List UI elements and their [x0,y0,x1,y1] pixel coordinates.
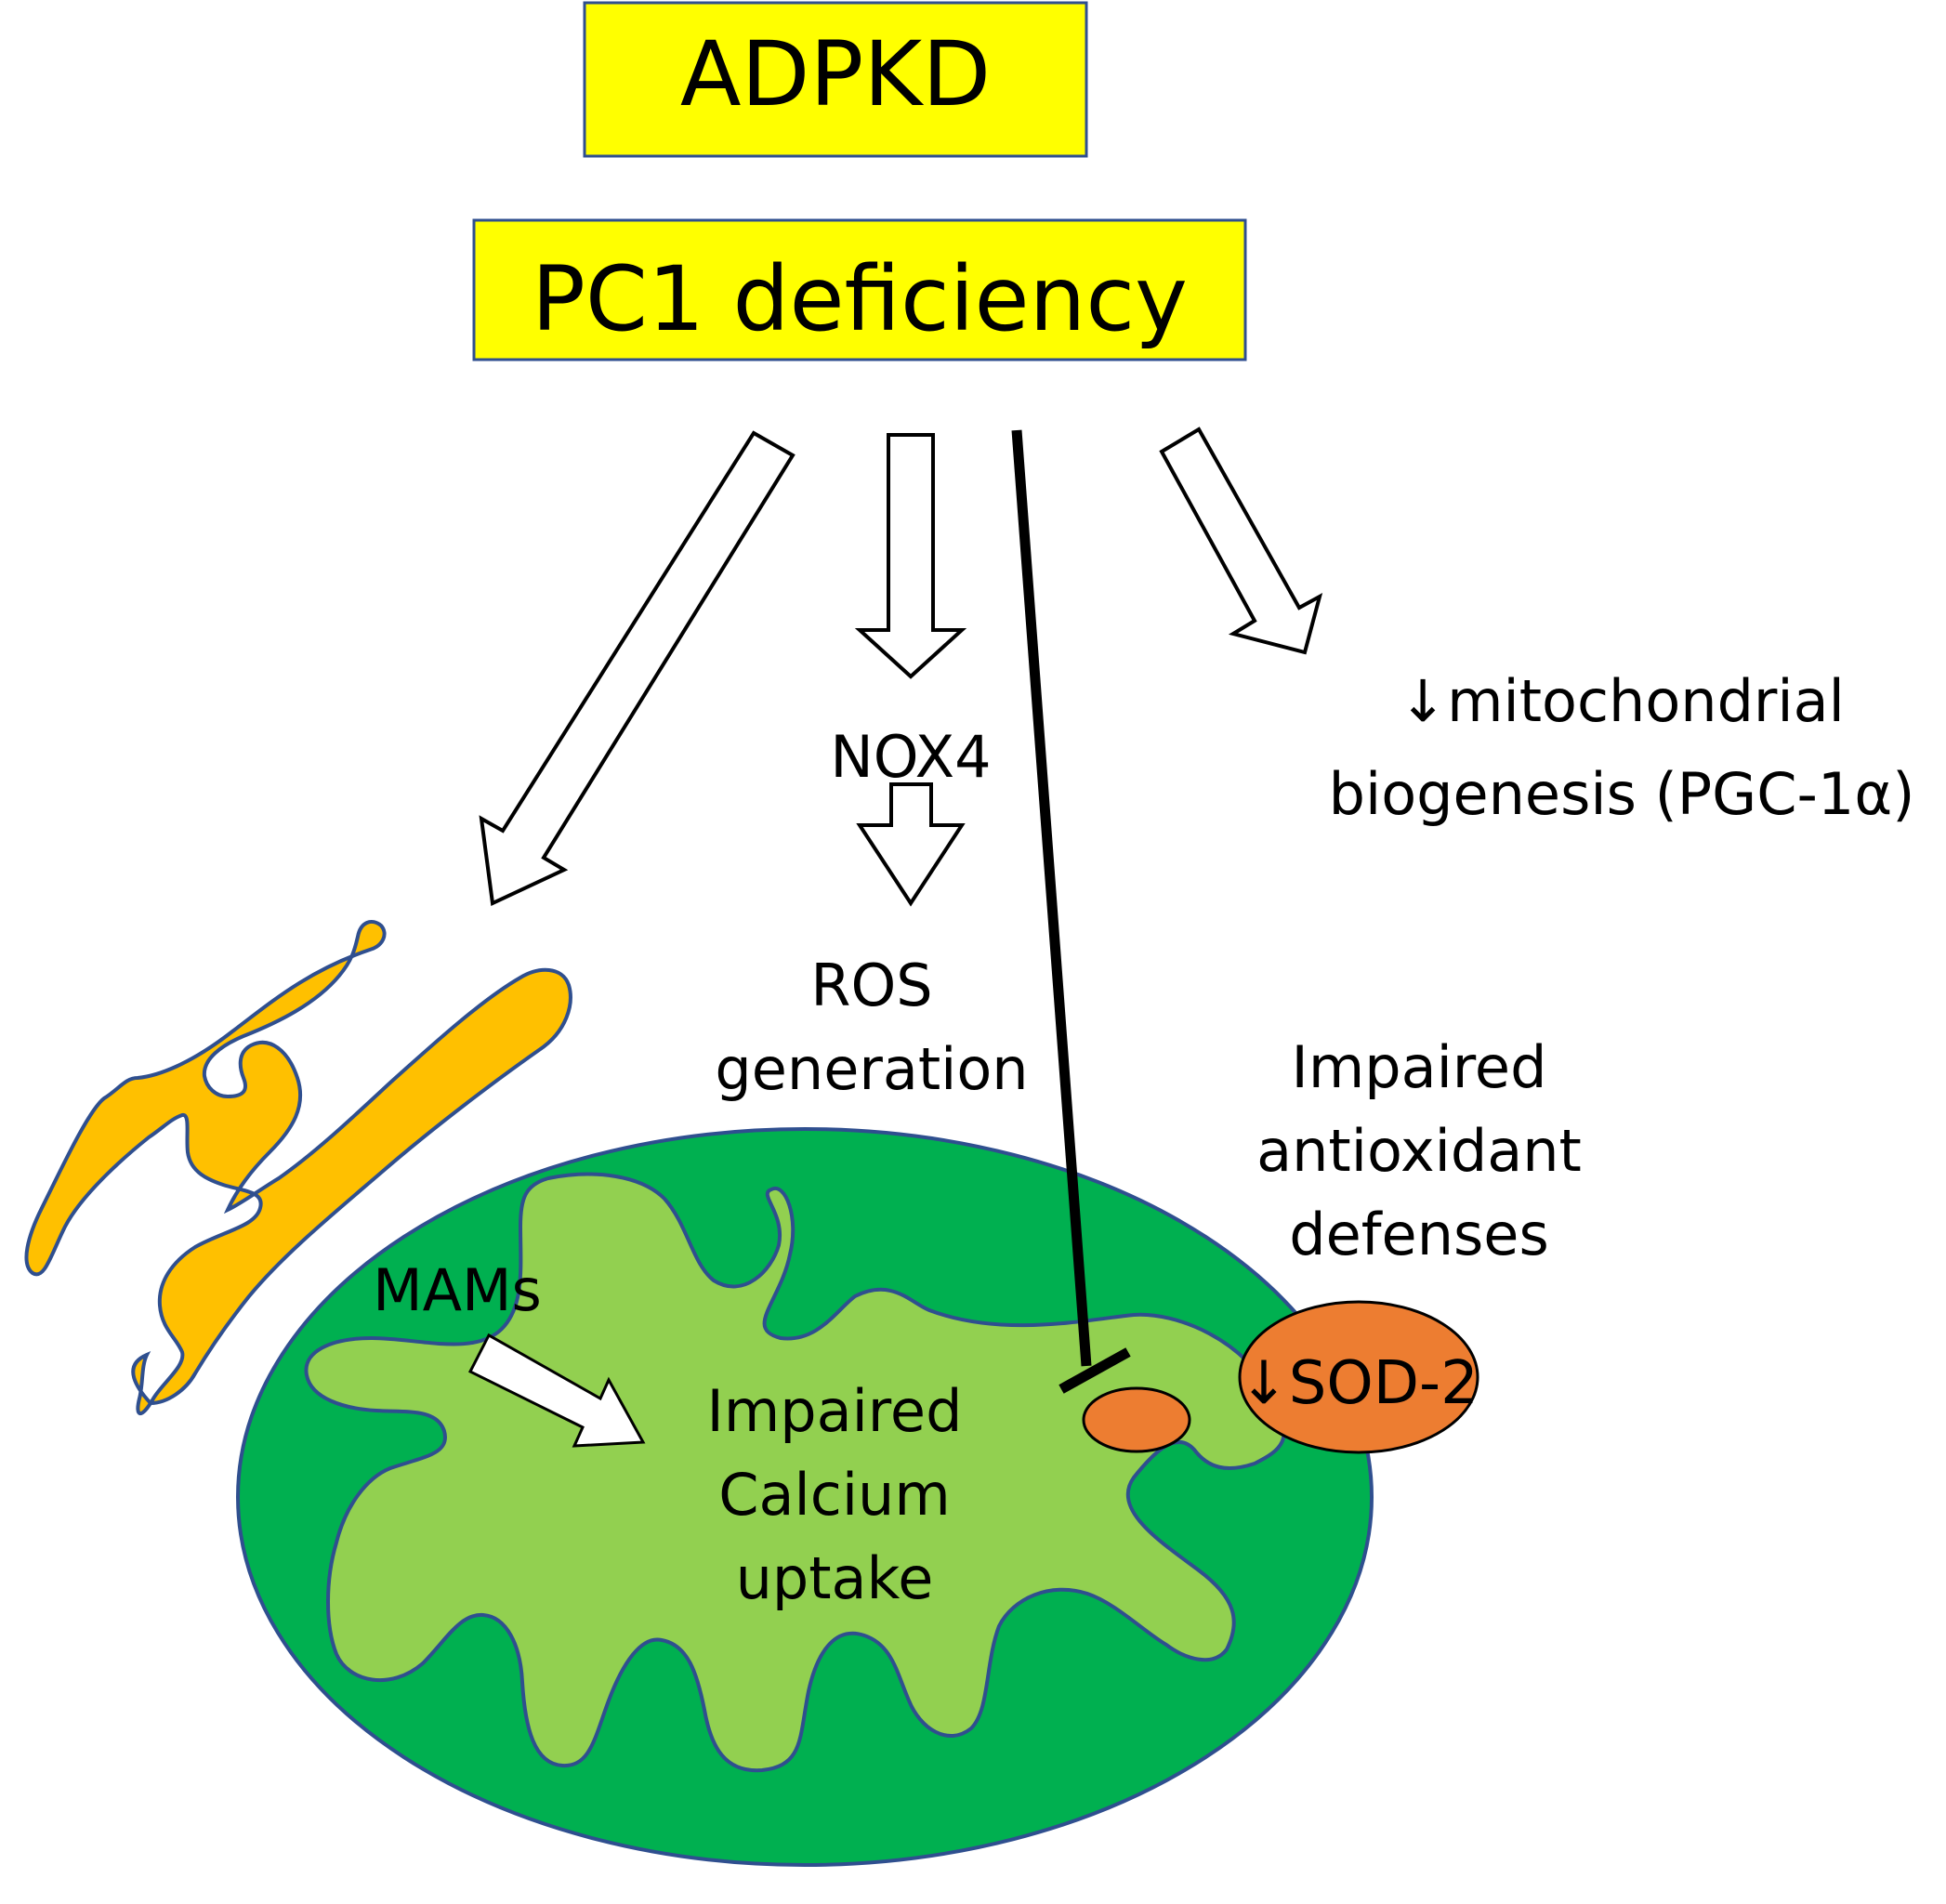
pc1-deficiency-box-rect [472,218,1247,361]
biogenesis-label-line1: ↓mitochondrial [1399,667,1845,735]
mitochondrion [236,1127,1374,1867]
ros-label-line2: generation [715,1035,1028,1103]
arrow-nox4-to-ros [856,782,966,907]
pc1-deficiency-label: PC1 deficiency [532,247,1188,351]
calcium-label-line2: Calcium [718,1461,951,1529]
inhibition-line [1011,429,1092,1367]
sod2-label: ↓SOD-2 [1239,1349,1479,1418]
endoplasmic-reticulum [24,920,572,1416]
adpkd-box: ADPKD [583,1,1088,158]
sod2-badge: ↓SOD-2 [1238,1300,1479,1454]
arrow-to-mams [479,430,795,906]
biogenesis-label-line2: biogenesis (PGC-1α) [1329,760,1915,828]
pc1-deficiency-box: PC1 deficiency [472,218,1247,361]
mitochondrion-matrix [304,1172,1286,1773]
antioxidant-label-line1: Impaired [1292,1033,1547,1101]
adpkd-label: ADPKD [680,22,991,126]
nox4-label: NOX4 [830,723,991,791]
antioxidant-label-line3: defenses [1289,1201,1549,1268]
arrow-to-biogenesis [1159,427,1323,655]
mams-arrow [467,1333,646,1448]
inhibition-bar [1058,1347,1131,1394]
ros-label-line1: ROS [810,952,932,1019]
sod2-ellipse [1238,1300,1479,1454]
calcium-label-line1: Impaired [707,1377,963,1445]
calcium-label-line3: uptake [736,1544,934,1612]
sod2-small-ellipse [1082,1386,1191,1453]
antioxidant-label-line2: antioxidant [1256,1117,1582,1185]
mams-label: MAMs [373,1256,542,1324]
adpkd-box-rect [583,1,1088,158]
arrow-to-nox4 [854,433,967,679]
